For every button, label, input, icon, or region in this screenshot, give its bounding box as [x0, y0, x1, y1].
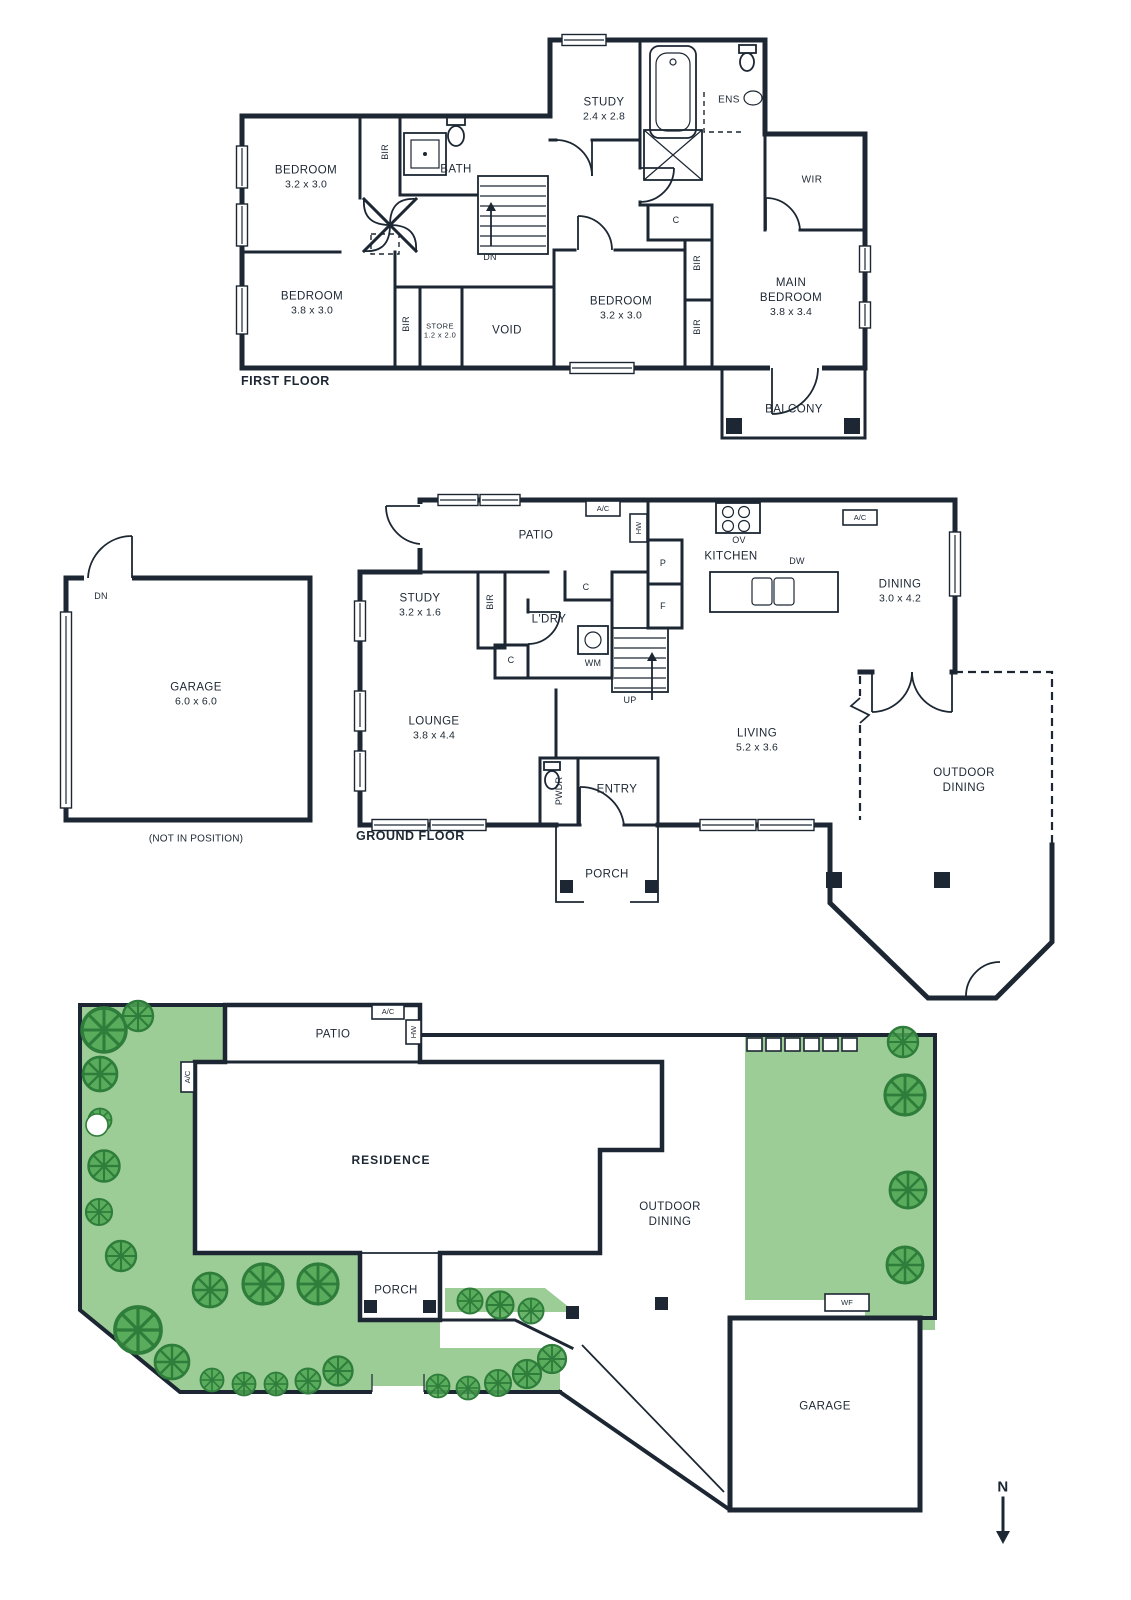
- label-gf-garage-note: (NOT IN POSITION): [148, 833, 244, 845]
- label-sp-water-feature: WF: [841, 1297, 853, 1307]
- label-sp-outdoor-dining: OUTDOOR DINING: [639, 1201, 701, 1228]
- north-arrow-icon: [996, 1496, 1010, 1544]
- room-label-ff-study: STUDY 2.4 x 2.8: [582, 96, 626, 123]
- room-label-ff-closet: C: [672, 215, 680, 226]
- label-gf-washing-machine: WM: [584, 658, 602, 669]
- label-gf-pantry: P: [659, 558, 667, 569]
- label-gf-fridge: F: [660, 601, 666, 612]
- label-ff-stairs-down: DN: [483, 252, 497, 263]
- label-sp-porch: PORCH: [374, 1284, 418, 1297]
- label-sp-ac-1: A/C: [381, 1007, 395, 1017]
- room-label-ff-void: VOID: [492, 324, 522, 337]
- room-label-gf-living: LIVING 5.2 x 3.6: [735, 727, 779, 754]
- room-label-ff-wir: WIR: [801, 174, 823, 186]
- room-label-gf-powder: PWDR: [554, 776, 565, 806]
- label-north: N: [997, 1478, 1009, 1496]
- room-label-ff-bath: BATH: [440, 163, 472, 176]
- room-label-gf-study: STUDY 3.2 x 1.6: [398, 592, 442, 619]
- label-sp-hw: HW: [408, 1025, 418, 1039]
- room-label-gf-dining: DINING 3.0 x 4.2: [878, 578, 922, 605]
- label-gf-garage-dn: DN: [94, 591, 108, 602]
- room-label-ff-bir-3: BIR: [401, 316, 412, 332]
- ground-floor-title: GROUND FLOOR: [356, 828, 465, 843]
- room-label-gf-porch: PORCH: [585, 868, 629, 881]
- room-label-ff-bedroom-2: BEDROOM 3.8 x 3.0: [280, 290, 344, 317]
- room-label-gf-patio: PATIO: [518, 529, 554, 542]
- label-sp-garage: GARAGE: [799, 1400, 851, 1413]
- room-label-ff-balcony: BALCONY: [765, 403, 823, 416]
- label-sp-ac-2: A/C: [182, 1070, 192, 1084]
- label-gf-dishwasher: DW: [789, 556, 805, 567]
- label-gf-oven: OV: [732, 535, 746, 546]
- room-label-ff-bir-1: BIR: [380, 144, 391, 160]
- room-label-ff-bedroom-1: BEDROOM 3.2 x 3.0: [274, 164, 338, 191]
- label-gf-ac-1: A/C: [596, 503, 610, 513]
- room-label-gf-entry: ENTRY: [596, 783, 638, 796]
- room-label-ff-bedroom-3: BEDROOM 3.2 x 3.0: [589, 295, 653, 322]
- room-label-gf-lounge: LOUNGE 3.8 x 4.4: [408, 715, 460, 742]
- first-floor-plan: [235, 33, 872, 440]
- room-label-sp-patio: PATIO: [315, 1028, 351, 1041]
- room-label-ff-bir-2: BIR: [692, 255, 703, 271]
- label-gf-stairs-up: UP: [623, 695, 637, 706]
- room-label-gf-bir: BIR: [485, 594, 496, 610]
- label-gf-ac-2: A/C: [853, 512, 867, 522]
- room-label-ff-bir-4: BIR: [692, 319, 703, 335]
- room-label-ff-ens: ENS: [718, 94, 740, 106]
- ground-floor-plan: [59, 493, 1055, 1001]
- label-sp-residence: RESIDENCE: [351, 1153, 431, 1168]
- room-label-ff-main-bedroom: MAIN BEDROOM 3.8 x 3.4: [759, 277, 823, 319]
- room-label-gf-garage: GARAGE 6.0 x 6.0: [170, 681, 222, 708]
- room-label-gf-laundry: L'DRY: [531, 613, 567, 626]
- room-label-gf-outdoor-dining: OUTDOOR DINING: [933, 767, 995, 794]
- room-label-gf-kitchen: KITCHEN: [704, 550, 758, 563]
- room-label-gf-closet-2: C: [507, 655, 515, 666]
- room-label-ff-store: STORE 1.2 x 2.0: [423, 321, 457, 340]
- room-label-gf-closet-1: C: [582, 582, 590, 593]
- label-gf-hw: HW: [633, 521, 643, 535]
- first-floor-title: FIRST FLOOR: [241, 373, 330, 388]
- site-plan: [78, 999, 937, 1513]
